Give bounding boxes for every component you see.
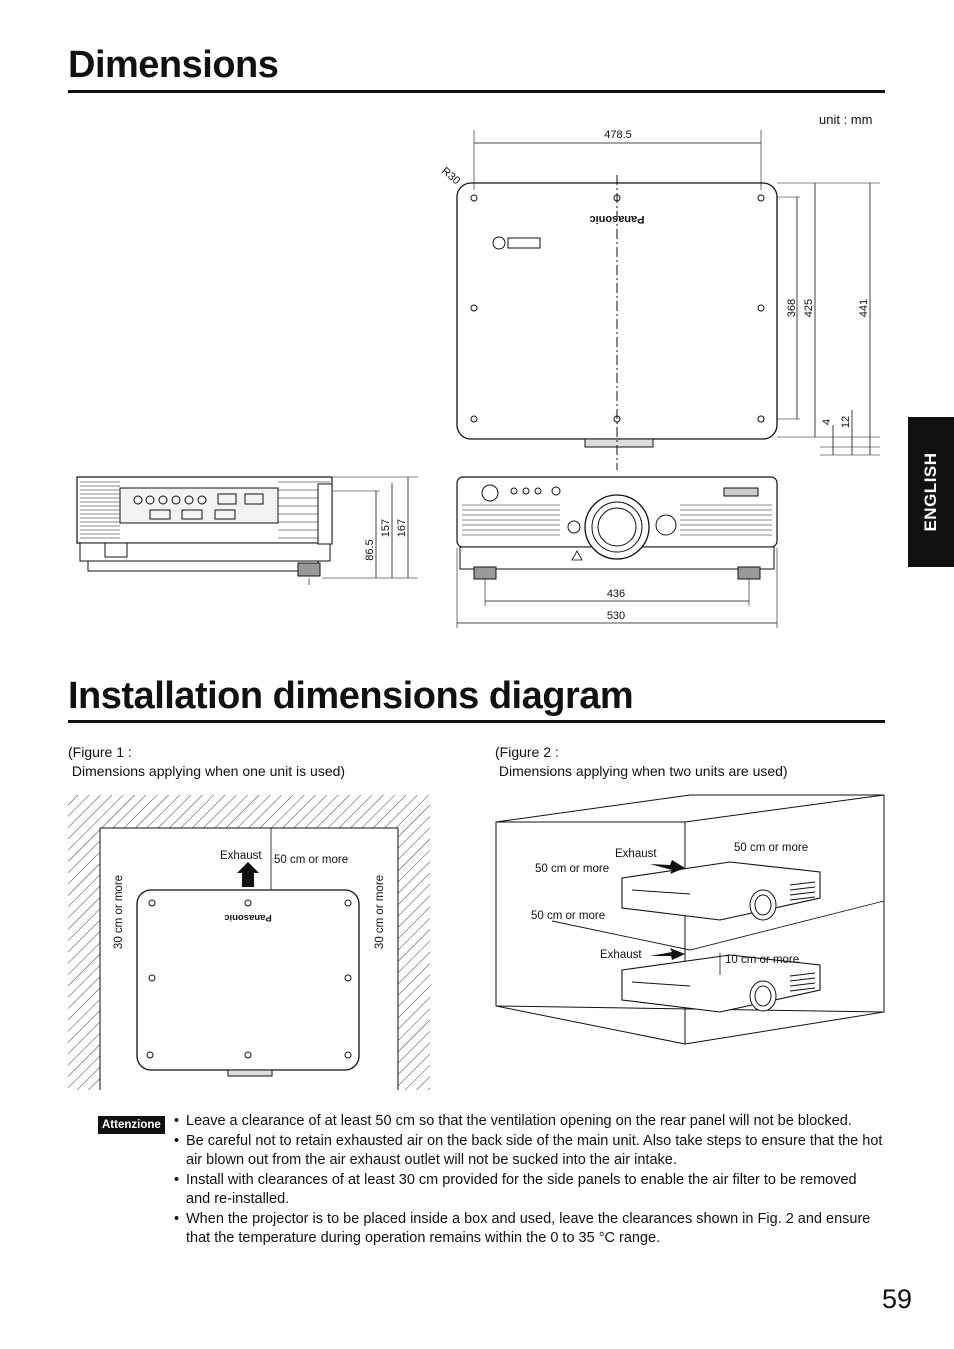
warning-item: Be careful not to retain exhausted air o…: [174, 1132, 884, 1171]
fig2-clear-left-lower: 50 cm or more: [531, 910, 605, 922]
dim-4: 4: [821, 419, 833, 425]
fig1-right-clearance: 30 cm or more: [374, 875, 386, 949]
attention-badge: Attenzione: [98, 1116, 165, 1134]
wall-hatch: [68, 795, 430, 1090]
top-view-brand-logo: Panasonic: [589, 213, 644, 225]
language-tab: ENGLISH: [908, 417, 954, 567]
dim-436: 436: [607, 588, 625, 600]
box-left-face: [495, 821, 686, 1045]
fig1-rear-clearance: 50 cm or more: [274, 854, 348, 866]
warning-list: Leave a clearance of at least 50 cm so t…: [174, 1112, 884, 1249]
dim-12: 12: [840, 416, 852, 428]
warning-item: Install with clearances of at least 30 c…: [174, 1171, 884, 1210]
fig2-exhaust-top: Exhaust: [615, 848, 657, 860]
dim-530: 530: [607, 610, 625, 622]
warning-item: When the projector is to be placed insid…: [174, 1210, 884, 1249]
page-number: 59: [881, 1284, 912, 1314]
installation-title: Installation dimensions diagram: [68, 675, 634, 717]
fig2-clear-top-right: 50 cm or more: [734, 842, 808, 854]
title-rule: [68, 90, 885, 93]
fig1-left-clearance: 30 cm or more: [113, 875, 125, 949]
dim-157: 157: [380, 519, 392, 537]
front-right-foot: [737, 566, 761, 580]
dim-478-5: 478.5: [604, 129, 632, 141]
front-left-foot: [473, 566, 497, 580]
side-view-connectors: [133, 493, 264, 520]
top-view-screws: [470, 194, 765, 423]
warning-item: Leave a clearance of at least 50 cm so t…: [174, 1112, 884, 1132]
dimensions-title: Dimensions: [68, 44, 279, 86]
figure1-diagram: Panasonic Exhaust 50 cm or more 30 cm or…: [68, 795, 430, 1090]
front-view-vents: [462, 504, 772, 536]
dim-368: 368: [786, 299, 798, 317]
dimensions-drawing: 478.5 R30 368 425 441 4 12 86.5 157 167 …: [76, 129, 880, 628]
fig2-exhaust-bottom: Exhaust: [600, 949, 642, 961]
exhaust-arrow: [237, 862, 259, 887]
top-view-foot: [584, 438, 654, 448]
unit-label: unit : mm: [819, 112, 873, 127]
dim-441: 441: [858, 299, 870, 317]
fig2-clear-between: 10 cm or more: [725, 954, 799, 966]
lower-exhaust-arrow: [650, 948, 685, 960]
dim-425: 425: [803, 299, 815, 317]
dim-86-5: 86.5: [364, 539, 376, 560]
installation-rule: [68, 720, 885, 723]
fig2-clear-left-upper: 50 cm or more: [535, 863, 609, 875]
figure1-caption: (Figure 1 : Dimensions applying when one…: [68, 744, 346, 779]
figure2-caption: (Figure 2 : Dimensions applying when two…: [495, 744, 788, 779]
fig1-brand-logo: Panasonic: [224, 912, 272, 923]
dim-r30: R30: [439, 165, 462, 187]
figure2-diagram: Exhaust Exhaust 50 cm or more 50 cm or m…: [495, 794, 885, 1045]
upper-exhaust-arrow: [650, 860, 685, 874]
dim-167: 167: [396, 519, 408, 537]
shelf: [551, 900, 885, 951]
fig1-exhaust-label: Exhaust: [220, 850, 262, 862]
